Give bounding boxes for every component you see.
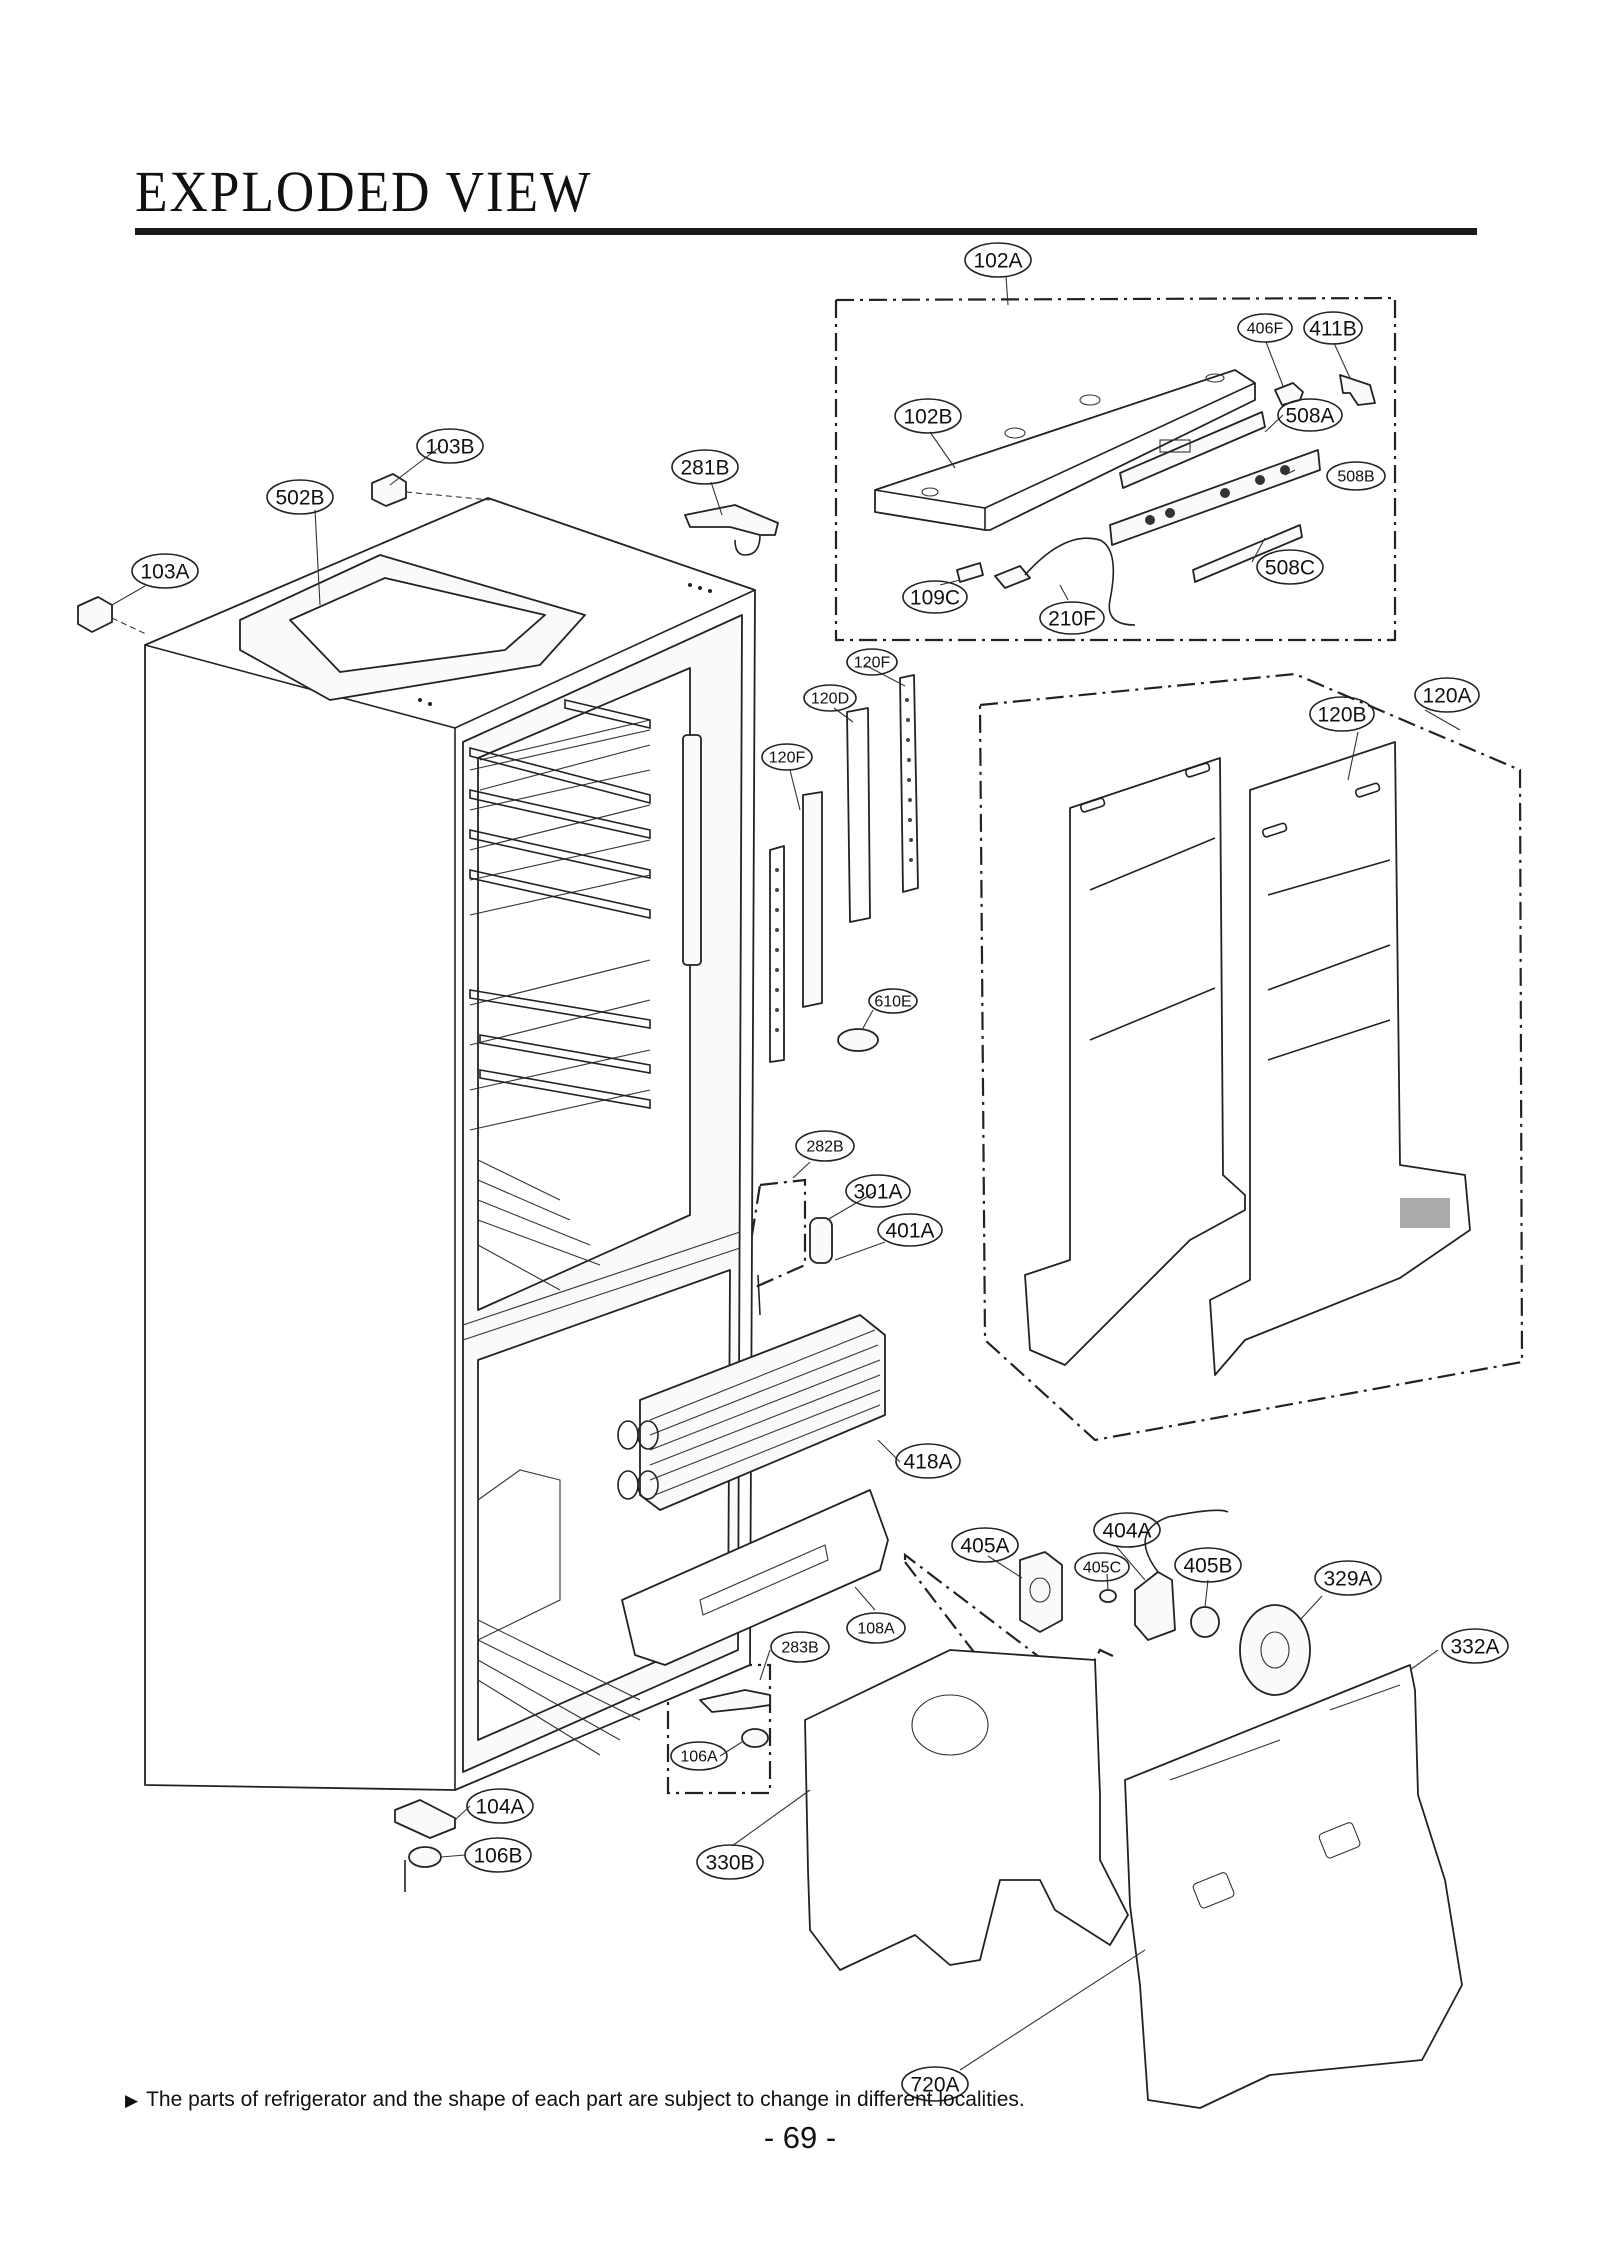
control-box-assembly bbox=[874, 369, 1376, 626]
callout-label: 508B bbox=[1337, 469, 1374, 486]
side-rails bbox=[769, 674, 919, 1063]
callout-label: 508A bbox=[1285, 405, 1334, 428]
callout-label: 405B bbox=[1183, 1555, 1232, 1578]
page-number: - 69 - bbox=[763, 2120, 837, 2155]
callout-120F-left: 120F bbox=[761, 743, 813, 771]
callout-label: 401A bbox=[885, 1220, 934, 1243]
callout-label: 404A bbox=[1102, 1520, 1151, 1543]
callout-label: 102A bbox=[973, 250, 1022, 273]
callout-label: 418A bbox=[903, 1451, 952, 1474]
callout-label: 720A bbox=[910, 2074, 959, 2097]
callout-label: 283B bbox=[781, 1640, 818, 1657]
triangle-bullet-icon: ▶ bbox=[125, 2091, 139, 2110]
callout-281B: 281B bbox=[671, 449, 739, 485]
divider-panels bbox=[1024, 741, 1471, 1376]
callout-106B: 106B bbox=[464, 1837, 532, 1873]
hinge-281B bbox=[684, 504, 779, 556]
callout-418A: 418A bbox=[895, 1443, 961, 1479]
callout-332A: 332A bbox=[1441, 1628, 1509, 1664]
callout-508C: 508C bbox=[1256, 549, 1324, 585]
callout-720A: 720A bbox=[901, 2066, 969, 2102]
callout-label: 405C bbox=[1083, 1560, 1121, 1577]
callout-label: 120A bbox=[1422, 685, 1471, 708]
callout-109C: 109C bbox=[902, 580, 968, 614]
callout-106A: 106A bbox=[670, 1741, 728, 1771]
callout-610E: 610E bbox=[868, 988, 918, 1014]
callout-label: 329A bbox=[1323, 1568, 1372, 1591]
callout-label: 301A bbox=[853, 1181, 902, 1204]
callout-label: 120F bbox=[854, 655, 891, 672]
evaporator-assembly bbox=[617, 1217, 886, 1511]
callout-label: 103A bbox=[140, 561, 189, 584]
callout-label: 108A bbox=[857, 1621, 895, 1638]
callout-108A: 108A bbox=[846, 1612, 906, 1644]
leader-lines bbox=[111, 275, 1461, 2071]
callout-label: 109C bbox=[910, 587, 960, 610]
callout-label: 330B bbox=[705, 1852, 754, 1875]
title-rule bbox=[135, 228, 1477, 235]
damper-assembly bbox=[699, 1689, 771, 1748]
fan-motor-parts bbox=[1019, 1509, 1311, 1696]
callout-label: 405A bbox=[960, 1535, 1009, 1558]
callout-label: 104A bbox=[475, 1796, 524, 1819]
callout-104A: 104A bbox=[466, 1788, 534, 1824]
callout-411B: 411B bbox=[1303, 311, 1363, 345]
callout-label: 210F bbox=[1048, 608, 1096, 631]
control-box-group-outline bbox=[834, 296, 1397, 642]
callout-label: 120D bbox=[811, 691, 849, 708]
callout-329A: 329A bbox=[1314, 1560, 1382, 1596]
hinge-cap-103B bbox=[371, 473, 407, 507]
page-title: EXPLODED VIEW bbox=[135, 159, 593, 224]
callout-103A: 103A bbox=[131, 553, 199, 589]
fan-group-outline bbox=[904, 1561, 981, 1661]
callout-120B: 120B bbox=[1309, 696, 1375, 732]
callout-282B: 282B bbox=[795, 1130, 855, 1162]
badge-610E bbox=[837, 1028, 879, 1052]
callout-label: 411B bbox=[1309, 318, 1357, 341]
callout-label: 120B bbox=[1317, 704, 1366, 727]
callout-283B: 283B bbox=[770, 1631, 830, 1663]
evaporator-cover-108A bbox=[621, 1489, 889, 1666]
callout-label: 610E bbox=[874, 994, 911, 1011]
callout-102B: 102B bbox=[894, 398, 962, 434]
callout-label: 106B bbox=[473, 1845, 522, 1868]
footnote-text: The parts of refrigerator and the shape … bbox=[146, 2088, 1025, 2111]
callout-508A: 508A bbox=[1277, 398, 1343, 432]
callout-label: 281B bbox=[680, 457, 729, 480]
callout-405A: 405A bbox=[951, 1527, 1019, 1563]
callout-502B: 502B bbox=[266, 479, 334, 515]
callout-120F-top: 120F bbox=[846, 648, 898, 676]
callout-120D: 120D bbox=[803, 684, 857, 712]
hinge-cap-103A bbox=[77, 596, 113, 633]
callout-label: 102B bbox=[903, 406, 952, 429]
callout-label: 502B bbox=[275, 487, 324, 510]
callout-508B: 508B bbox=[1326, 461, 1386, 491]
callout-102A: 102A bbox=[964, 242, 1032, 278]
callout-405B: 405B bbox=[1174, 1547, 1242, 1583]
callout-401A: 401A bbox=[877, 1213, 943, 1247]
footnote: ▶ The parts of refrigerator and the shape… bbox=[125, 2088, 1025, 2112]
callout-label: 406F bbox=[1247, 321, 1284, 338]
callout-label: 106A bbox=[680, 1749, 718, 1766]
callout-301A: 301A bbox=[845, 1174, 911, 1208]
callout-label: 282B bbox=[806, 1139, 843, 1156]
callout-label: 332A bbox=[1450, 1636, 1499, 1659]
leveling-foot bbox=[394, 1799, 456, 1892]
callout-label: 120F bbox=[769, 750, 806, 767]
callout-405C: 405C bbox=[1074, 1552, 1130, 1582]
callout-404A: 404A bbox=[1093, 1512, 1161, 1548]
rear-panel-720A bbox=[1124, 1664, 1463, 2109]
callout-label: 103B bbox=[425, 436, 474, 459]
callout-210F: 210F bbox=[1039, 601, 1105, 635]
callout-120A: 120A bbox=[1414, 677, 1480, 713]
callout-406F: 406F bbox=[1237, 313, 1293, 343]
fan-housing-330B bbox=[804, 1649, 1129, 1971]
callout-330B: 330B bbox=[696, 1844, 764, 1880]
callout-label: 508C bbox=[1265, 557, 1315, 580]
callout-103B: 103B bbox=[416, 428, 484, 464]
